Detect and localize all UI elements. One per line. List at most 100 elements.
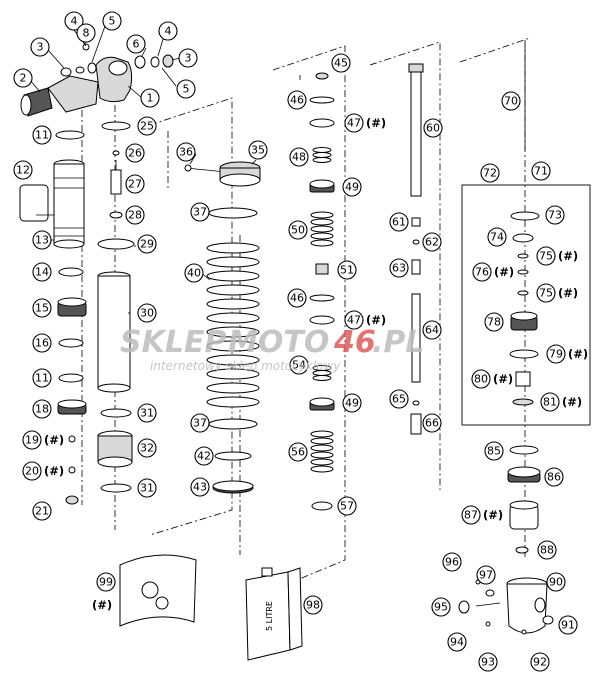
callout-98: 98 (303, 595, 323, 615)
callout-70: 70 (501, 91, 521, 111)
part-87 (509, 500, 539, 530)
label-47a: 47 (347, 117, 361, 130)
label-26: 26 (128, 147, 142, 160)
callout-56: 56 (288, 442, 308, 462)
part-57 (311, 501, 333, 511)
label-25: 25 (140, 120, 154, 133)
part-shims-48 (312, 147, 332, 163)
callout-11a: 11 (32, 125, 52, 145)
label-8: 8 (83, 27, 90, 40)
part-91 (542, 615, 554, 625)
label-48: 48 (292, 151, 306, 164)
part-47 (309, 118, 335, 128)
callout-51: 51 (337, 260, 357, 280)
callout-1: 1 (140, 88, 160, 108)
label-35: 35 (251, 144, 265, 157)
subassembly-box-72 (461, 184, 591, 426)
callout-87: 87 (461, 505, 481, 525)
callout-54: 54 (289, 355, 309, 375)
label-90: 90 (549, 576, 563, 589)
mark-47b: (#) (366, 313, 386, 327)
part-37b (208, 418, 258, 430)
callout-36: 36 (176, 142, 196, 162)
callout-60: 60 (423, 118, 443, 138)
label-37a: 37 (193, 206, 207, 219)
callout-48: 48 (289, 147, 309, 167)
part-grease-pack-99 (119, 554, 197, 627)
callout-40: 40 (184, 263, 204, 283)
part-20 (68, 466, 76, 474)
callout-25: 25 (137, 116, 157, 136)
part-80 (515, 371, 531, 387)
callout-47b: 47 (344, 310, 364, 330)
callout-86: 86 (544, 467, 564, 487)
part-piston-15 (57, 297, 87, 317)
label-93: 93 (481, 656, 495, 669)
label-1: 1 (147, 92, 154, 105)
label-5b: 5 (183, 83, 190, 96)
callout-15: 15 (32, 298, 52, 318)
callout-92: 92 (530, 652, 550, 672)
part-47b (309, 315, 335, 325)
label-87: 87 (464, 509, 478, 522)
callout-45: 45 (331, 53, 351, 73)
callout-66: 66 (422, 413, 442, 433)
callout-31b: 31 (137, 478, 157, 498)
part-45 (315, 72, 329, 80)
callout-16: 16 (32, 333, 52, 353)
part-28 (109, 211, 123, 219)
callout-3a: 3 (30, 37, 50, 57)
label-2: 2 (20, 72, 27, 85)
label-60: 60 (426, 122, 440, 135)
part-31 (100, 408, 132, 418)
label-29: 29 (140, 238, 154, 251)
part-88 (515, 546, 529, 554)
callout-75a: 75 (536, 246, 556, 266)
callout-5b: 5 (176, 79, 196, 99)
callout-37a: 37 (190, 202, 210, 222)
part-21 (65, 495, 79, 505)
part-preload-ring-35 (219, 161, 261, 187)
part-nut-32 (97, 430, 133, 468)
label-75b: 75 (539, 287, 553, 300)
part-75 (517, 253, 529, 259)
part-61 (411, 217, 421, 227)
part-needle-27 (110, 160, 122, 195)
part-rod-60 (408, 63, 424, 197)
label-42: 42 (197, 450, 211, 463)
label-36: 36 (179, 146, 193, 159)
callout-20: 20 (22, 461, 42, 481)
label-72: 72 (483, 167, 497, 180)
callout-29: 29 (137, 234, 157, 254)
part-shims-54 (312, 365, 332, 381)
callout-78: 78 (484, 312, 504, 332)
label-11b: 11 (35, 372, 49, 385)
callout-90: 90 (546, 572, 566, 592)
part-26 (112, 150, 120, 156)
part-oring-11 (55, 130, 85, 140)
callout-18: 18 (32, 399, 52, 419)
callout-4b: 4 (158, 21, 178, 41)
callout-61: 61 (389, 212, 409, 232)
label-12: 12 (16, 164, 30, 177)
part-19 (68, 435, 76, 443)
part-79 (509, 349, 539, 359)
label-96: 96 (445, 556, 459, 569)
mark-80: (#) (493, 372, 513, 386)
callout-43: 43 (190, 477, 210, 497)
label-18: 18 (35, 403, 49, 416)
part-bolt-36 (184, 164, 227, 173)
label-62: 62 (425, 236, 439, 249)
callout-72: 72 (480, 163, 500, 183)
part-16 (58, 338, 84, 348)
label-4a: 4 (71, 15, 78, 28)
part-reservoir-13 (53, 159, 85, 249)
label-16: 16 (35, 337, 49, 350)
label-74: 74 (490, 231, 504, 244)
label-61: 61 (392, 216, 406, 229)
callout-95: 95 (431, 597, 451, 617)
label-79: 79 (549, 348, 563, 361)
label-14: 14 (35, 266, 49, 279)
part-66 (410, 413, 422, 435)
watermark-tagline: internetowy sklep motocyklowy (150, 359, 341, 373)
